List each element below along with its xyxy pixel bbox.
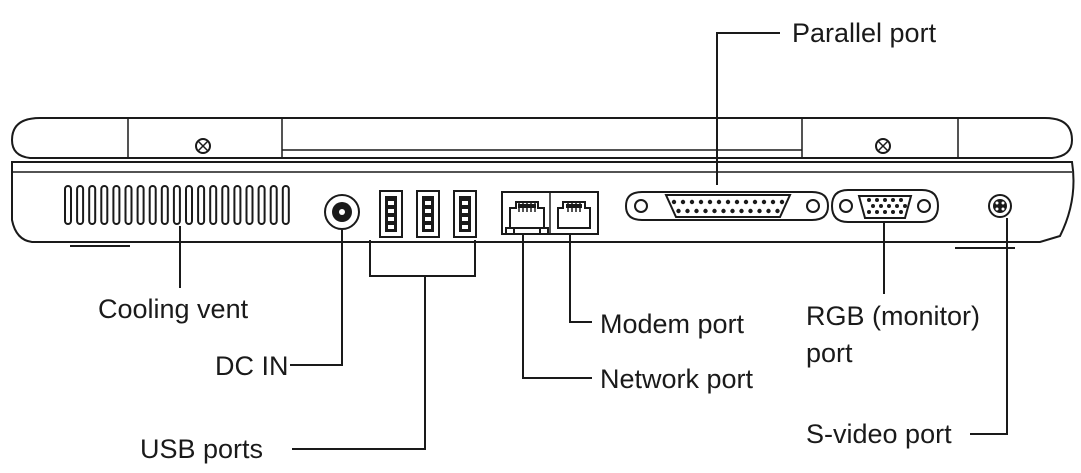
rgb-port-pins [867, 198, 907, 214]
parallel-pin [757, 208, 762, 214]
laptop-lid [10, 117, 1074, 159]
parallel-pin [716, 199, 722, 205]
usb-pin [388, 217, 394, 221]
label-usb-ports: USB ports [140, 434, 263, 464]
laptop-base [11, 161, 1075, 249]
vent-slot [185, 185, 193, 225]
rgb-pin [895, 204, 899, 208]
parallel-pin [725, 199, 731, 205]
vent-slot [124, 185, 133, 225]
rgb-pin [875, 210, 879, 214]
vent-slot [88, 185, 97, 225]
usb-pin [388, 201, 394, 205]
vent-slot [197, 185, 206, 225]
network-modem-block [501, 191, 599, 235]
parallel-port-pins [671, 199, 785, 214]
rgb-pin [879, 204, 883, 208]
parallel-pin [680, 199, 686, 205]
usb-pin [425, 225, 431, 229]
parallel-pin [712, 208, 717, 214]
parallel-pin [770, 199, 776, 205]
rgb-pin [899, 198, 903, 202]
network-port-jack [509, 201, 545, 229]
rgb-pin [903, 204, 907, 208]
label-rgb-line2: port [806, 338, 853, 368]
usb-pin [462, 225, 468, 229]
rgb-pin [891, 210, 895, 214]
parallel-pin [671, 199, 677, 205]
leader-lines [179, 32, 1008, 450]
label-s-video-port: S-video port [806, 419, 952, 449]
parallel-pin [689, 199, 695, 205]
rgb-port-connector [830, 189, 940, 223]
parallel-pin [752, 199, 758, 205]
parallel-pin [748, 208, 753, 214]
s-video-port-connector [988, 194, 1012, 218]
dc-in-jack [324, 194, 360, 230]
rgb-pin [899, 210, 903, 214]
vent-slot [148, 185, 157, 225]
rgb-pin [867, 198, 871, 202]
label-modem-port: Modem port [600, 309, 745, 339]
vent-slot [233, 185, 242, 225]
usb-ports [379, 190, 477, 238]
label-rgb-line1: RGB (monitor) [806, 301, 980, 331]
rgb-pin [887, 204, 891, 208]
usb-pin [462, 217, 468, 221]
vent-slot [160, 185, 169, 225]
parallel-pin [730, 208, 735, 214]
parallel-port-connector [624, 191, 830, 221]
labels: Parallel port Cooling vent DC IN USB por… [98, 18, 980, 464]
parallel-pin [703, 208, 708, 214]
rgb-pin [867, 210, 871, 214]
parallel-pin [761, 199, 767, 205]
vent-slot [245, 185, 254, 225]
usb-pin [388, 209, 394, 213]
parallel-pin [707, 199, 713, 205]
vent-slot [257, 185, 266, 225]
label-network-port: Network port [600, 364, 754, 394]
parallel-pin [779, 199, 785, 205]
parallel-pin [698, 199, 704, 205]
rgb-pin [883, 210, 887, 214]
parallel-pin [734, 199, 740, 205]
parallel-pin [685, 208, 690, 214]
modem-port-jack [557, 201, 591, 229]
label-cooling-vent: Cooling vent [98, 294, 249, 324]
parallel-pin [739, 208, 744, 214]
label-dc-in: DC IN [215, 351, 289, 381]
parallel-pin [694, 208, 699, 214]
parallel-pin [721, 208, 726, 214]
vent-slot [112, 185, 121, 225]
vent-slot [76, 185, 85, 225]
usb-pin [425, 209, 431, 213]
parallel-pin [743, 199, 749, 205]
rgb-pin [875, 198, 879, 202]
vent-slot [281, 185, 290, 225]
vent-slot [172, 185, 181, 225]
vent-slot [136, 185, 145, 225]
vent-slot [64, 185, 72, 225]
vent-slot [269, 185, 278, 225]
rgb-pin [891, 198, 895, 202]
parallel-pin [775, 208, 780, 214]
vent-slot [221, 185, 230, 225]
lid-screw-right [875, 138, 891, 154]
parallel-pin [676, 208, 681, 214]
parallel-pin [766, 208, 771, 214]
cooling-vent [64, 185, 290, 225]
rgb-pin [871, 204, 875, 208]
lid-screw-left [195, 138, 211, 154]
vent-slot [209, 185, 218, 225]
usb-pin [425, 201, 431, 205]
label-parallel-port: Parallel port [792, 18, 937, 48]
usb-pin [388, 225, 394, 229]
usb-pin [462, 201, 468, 205]
vent-slot [100, 185, 109, 225]
usb-pin [425, 217, 431, 221]
usb-pin [462, 209, 468, 213]
rgb-pin [883, 198, 887, 202]
